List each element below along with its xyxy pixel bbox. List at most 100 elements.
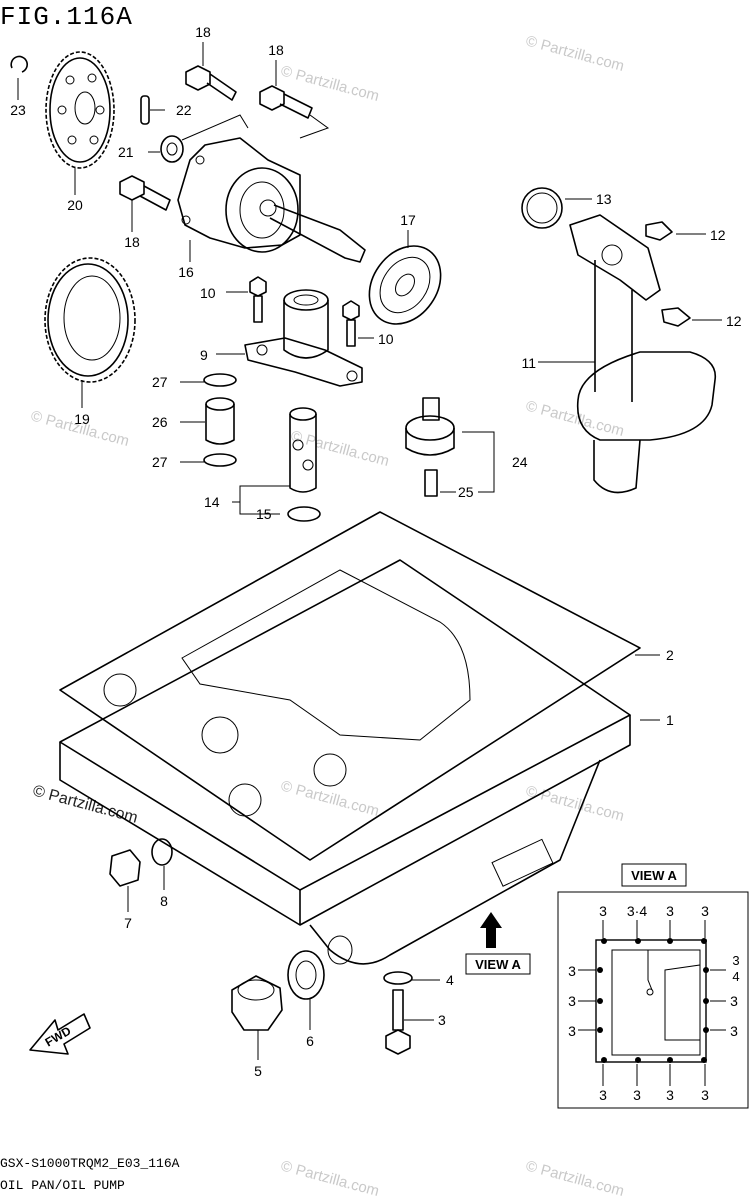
part-19-gear xyxy=(44,257,136,408)
part-3-bolt xyxy=(385,989,434,1055)
inset-label: 3 xyxy=(730,1023,738,1039)
up-arrow-icon xyxy=(480,912,502,948)
callout-4: 4 xyxy=(446,972,454,988)
inset-label: 3 xyxy=(666,1087,674,1103)
part-9-valve-body xyxy=(216,289,363,387)
inset-label: 3 xyxy=(599,1087,607,1103)
part-4-washer xyxy=(383,971,440,985)
figure-code: GSX-S1000TRQM2_E03_116A xyxy=(0,1156,180,1171)
callout-25: 25 xyxy=(458,484,474,500)
view-a-inset-title: VIEW A xyxy=(631,868,677,883)
part-15-o-ring xyxy=(239,502,321,522)
inset-label: 3·4 xyxy=(627,903,647,919)
part-24-oil-pressure-switch xyxy=(405,397,495,493)
callout-19: 19 xyxy=(74,411,90,427)
callout-18: 18 xyxy=(124,234,140,250)
part-10-bolt-left xyxy=(226,276,267,323)
view-a-inset: VIEW A 3 3·4 3 3 xyxy=(557,863,749,1109)
inset-left-labels: 3 3 3 xyxy=(568,963,596,1039)
callout-22: 22 xyxy=(176,102,192,118)
callout-8: 8 xyxy=(160,893,168,909)
inset-label: 3 xyxy=(730,993,738,1009)
inset-label: 3 xyxy=(701,903,709,919)
callout-5: 5 xyxy=(254,1063,262,1079)
inset-label: 3 xyxy=(568,993,576,1009)
callout-3: 3 xyxy=(438,1012,446,1028)
inset-label: 3 xyxy=(568,1023,576,1039)
inset-label: 3 xyxy=(633,1087,641,1103)
part-12-bolt-lower xyxy=(661,307,722,327)
part-23-circlip xyxy=(10,55,28,100)
callout-26: 26 xyxy=(152,414,168,430)
part-25-bolt xyxy=(424,469,456,497)
figure-title: FIG.116A xyxy=(0,2,133,32)
forward-arrow-icon xyxy=(29,1013,91,1055)
watermark: © Partzilla.com xyxy=(524,782,626,825)
watermark: © Partzilla.com xyxy=(289,427,391,470)
callout-10: 10 xyxy=(378,331,394,347)
watermark: © Partzilla.com xyxy=(524,1157,626,1200)
watermark: © Partzilla.com xyxy=(279,777,381,820)
callout-1: 1 xyxy=(666,712,674,728)
part-21-washer xyxy=(148,135,184,163)
fwd-indicator: FWD xyxy=(29,1013,91,1055)
callout-13: 13 xyxy=(596,191,612,207)
watermarks: © Partzilla.com © Partzilla.com © Partzi… xyxy=(29,32,626,1200)
callout-11: 11 xyxy=(521,355,536,371)
inset-label: 3 xyxy=(701,1087,709,1103)
part-18-bolt-top-right xyxy=(259,60,313,119)
part-18-bolt-lower xyxy=(119,175,171,232)
callout-27: 27 xyxy=(152,454,168,470)
callout-7: 7 xyxy=(124,915,132,931)
copyright-notice: © Partzilla.com xyxy=(31,782,140,826)
part-1-oil-pan xyxy=(59,559,660,965)
callout-21: 21 xyxy=(118,144,134,160)
figure-caption: OIL PAN/OIL PUMP xyxy=(0,1178,125,1193)
callout-2: 2 xyxy=(666,647,674,663)
part-2-gasket xyxy=(59,511,660,861)
inset-label: 3 xyxy=(599,903,607,919)
part-5-drain-plug xyxy=(231,975,283,1060)
callout-24: 24 xyxy=(512,454,528,470)
callout-27: 27 xyxy=(152,374,168,390)
callout-12: 12 xyxy=(726,313,742,329)
part-20-sprocket xyxy=(45,51,115,195)
part-26-collar xyxy=(180,397,235,445)
view-a-label: VIEW A xyxy=(475,957,521,972)
part-16-oil-pump xyxy=(177,114,366,263)
callout-16: 16 xyxy=(178,264,194,280)
inset-bolt-markers xyxy=(597,938,709,1063)
part-7-plug xyxy=(109,849,141,912)
callout-23: 23 xyxy=(10,102,26,118)
callout-18: 18 xyxy=(195,24,211,40)
fwd-label: FWD xyxy=(43,1023,74,1049)
callout-10: 10 xyxy=(200,285,216,301)
part-22-pin xyxy=(140,95,165,125)
part-13-o-ring xyxy=(521,187,592,229)
callout-18: 18 xyxy=(268,42,284,58)
inset-label: 3 xyxy=(568,963,576,979)
callout-17: 17 xyxy=(400,212,416,228)
part-8-washer xyxy=(151,838,173,890)
part-10-bolt-right xyxy=(342,300,374,347)
callout-20: 20 xyxy=(67,197,83,213)
inset-label: 3 xyxy=(666,903,674,919)
part-12-bolt-upper xyxy=(645,221,706,241)
part-11-oil-pan-pipe xyxy=(538,214,717,494)
view-a-indicator: VIEW A xyxy=(465,912,531,975)
inset-top-labels: 3 3·4 3 3 xyxy=(599,903,709,938)
inset-bottom-labels: 3 3 3 3 xyxy=(599,1064,709,1103)
part-17-oil-strainer xyxy=(368,230,442,325)
callout-labels: 23 20 22 21 18 18 18 16 17 19 10 10 9 27… xyxy=(10,24,742,1079)
callout-12: 12 xyxy=(710,227,726,243)
callout-9: 9 xyxy=(200,347,208,363)
part-27-o-ring-lower xyxy=(180,453,237,467)
callout-15: 15 xyxy=(256,506,272,522)
watermark: © Partzilla.com xyxy=(524,32,626,75)
part-14-oil-pipe xyxy=(232,407,317,503)
part-27-o-ring-upper xyxy=(180,373,237,387)
watermark: © Partzilla.com xyxy=(279,1157,381,1200)
